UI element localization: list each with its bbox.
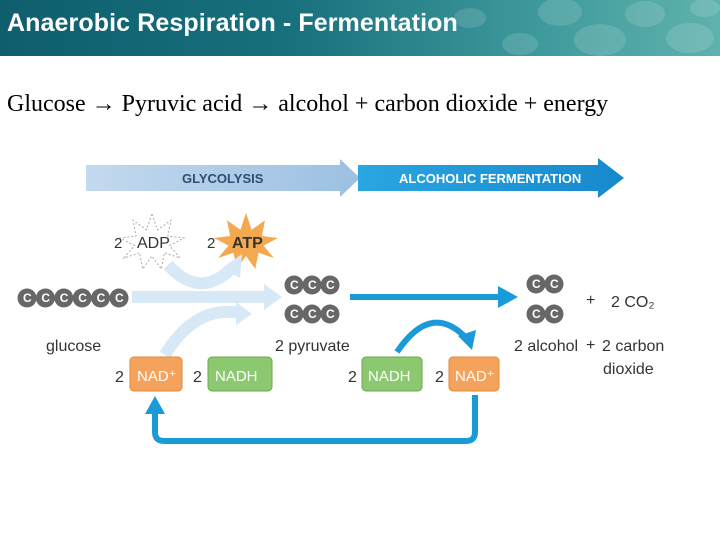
carbon-symbol: C [326,307,335,321]
carbon-atom [91,288,111,308]
adp-to-atp-arrowhead [222,254,242,278]
nad-label: NAD⁺ [455,368,495,385]
header-texture [454,0,720,56]
pyruvate-molecules: C C C C C C [284,275,340,324]
atp-label: ATP [232,235,263,252]
carbon-symbol: C [78,291,87,305]
carbon-symbol: C [97,291,106,305]
fermentation-label: ALCOHOLIC FERMENTATION [399,171,581,186]
nadh-count: 2 [193,369,202,386]
carbon-symbol: C [550,307,559,321]
carbon-atom [320,275,340,295]
carbon-atom [284,275,304,295]
glucose-to-pyruvate-arrowhead [264,284,282,310]
carbon-atom [54,288,74,308]
glucose-to-pyruvate-shaft [132,291,266,303]
carbon-atom [526,274,546,294]
nadh-box [361,356,423,392]
nad-label: NAD⁺ [137,368,177,385]
alcohol-label: 2 alcohol [514,338,578,355]
carbon-symbol: C [326,278,335,292]
carbon-symbol: C [308,307,317,321]
carbon-dioxide-label: 2 carbon [602,338,664,355]
carbon-symbol: C [532,277,541,291]
nadh-to-nad-arrow [394,319,471,354]
glycolysis-bar [86,159,360,197]
alcohol-molecules: C C C C [526,274,564,324]
adp-star-icon [118,212,186,271]
nad-box [448,356,500,392]
carbon-symbol: C [60,291,69,305]
nadh-label: NADH [215,368,258,385]
glucose-molecule: C C C C C C [17,288,129,308]
carbon-atom [17,288,37,308]
carbon-atom [320,304,340,324]
nad-to-nadh-arrow [159,305,242,359]
carbon-atom [544,274,564,294]
nadh-to-nad-arrowhead [458,330,476,350]
nad-box [129,356,183,392]
carbon-atom [109,288,129,308]
carbon-symbol: C [41,291,50,305]
fermentation-diagram: GLYCOLYSIS ALCOHOLIC FERMENTATION 2 ADP … [17,158,664,444]
carbon-dioxide-label: dioxide [603,361,654,378]
carbon-symbol: C [290,307,299,321]
nadh-label: NADH [368,368,411,385]
fermentation-equation: Glucose → Pyruvic acid → alcohol + carbo… [7,91,609,117]
pyruvate-label: 2 pyruvate [275,338,350,355]
glucose-label: glucose [46,338,101,355]
nad-count: 2 [115,369,124,386]
carbon-symbol: C [23,291,32,305]
carbon-symbol: C [550,277,559,291]
carbon-symbol: C [308,278,317,292]
plus-sign: + [586,337,595,354]
atp-count: 2 [207,235,215,252]
carbon-symbol: C [290,278,299,292]
adp-to-atp-arrow [163,260,237,290]
fermentation-bar [358,158,624,198]
nad-recycle-loop [152,395,478,444]
pyruvate-to-alcohol-shaft [350,294,500,300]
adp-label: ADP [137,235,170,252]
nad-to-nadh-arrowhead [236,302,252,325]
nad-recycle-arrowhead [145,396,165,414]
carbon-atom [302,304,322,324]
carbon-atom [35,288,55,308]
title-bar: Anaerobic Respiration - Fermentation [0,0,720,56]
pyruvate-to-alcohol-arrowhead [498,286,518,308]
carbon-atom [544,304,564,324]
carbon-symbol: C [532,307,541,321]
adp-count: 2 [114,235,122,252]
co2-label: 2 CO₂ [611,294,655,311]
carbon-symbol: C [115,291,124,305]
nadh-count: 2 [348,369,357,386]
carbon-atom [526,304,546,324]
carbon-atom [302,275,322,295]
nad-count: 2 [435,369,444,386]
plus-sign: + [586,292,595,309]
carbon-atom [284,304,304,324]
carbon-atom [72,288,92,308]
atp-star-icon [214,213,278,269]
glycolysis-label: GLYCOLYSIS [182,171,264,186]
nadh-box [207,356,273,392]
page-title: Anaerobic Respiration - Fermentation [7,9,458,37]
